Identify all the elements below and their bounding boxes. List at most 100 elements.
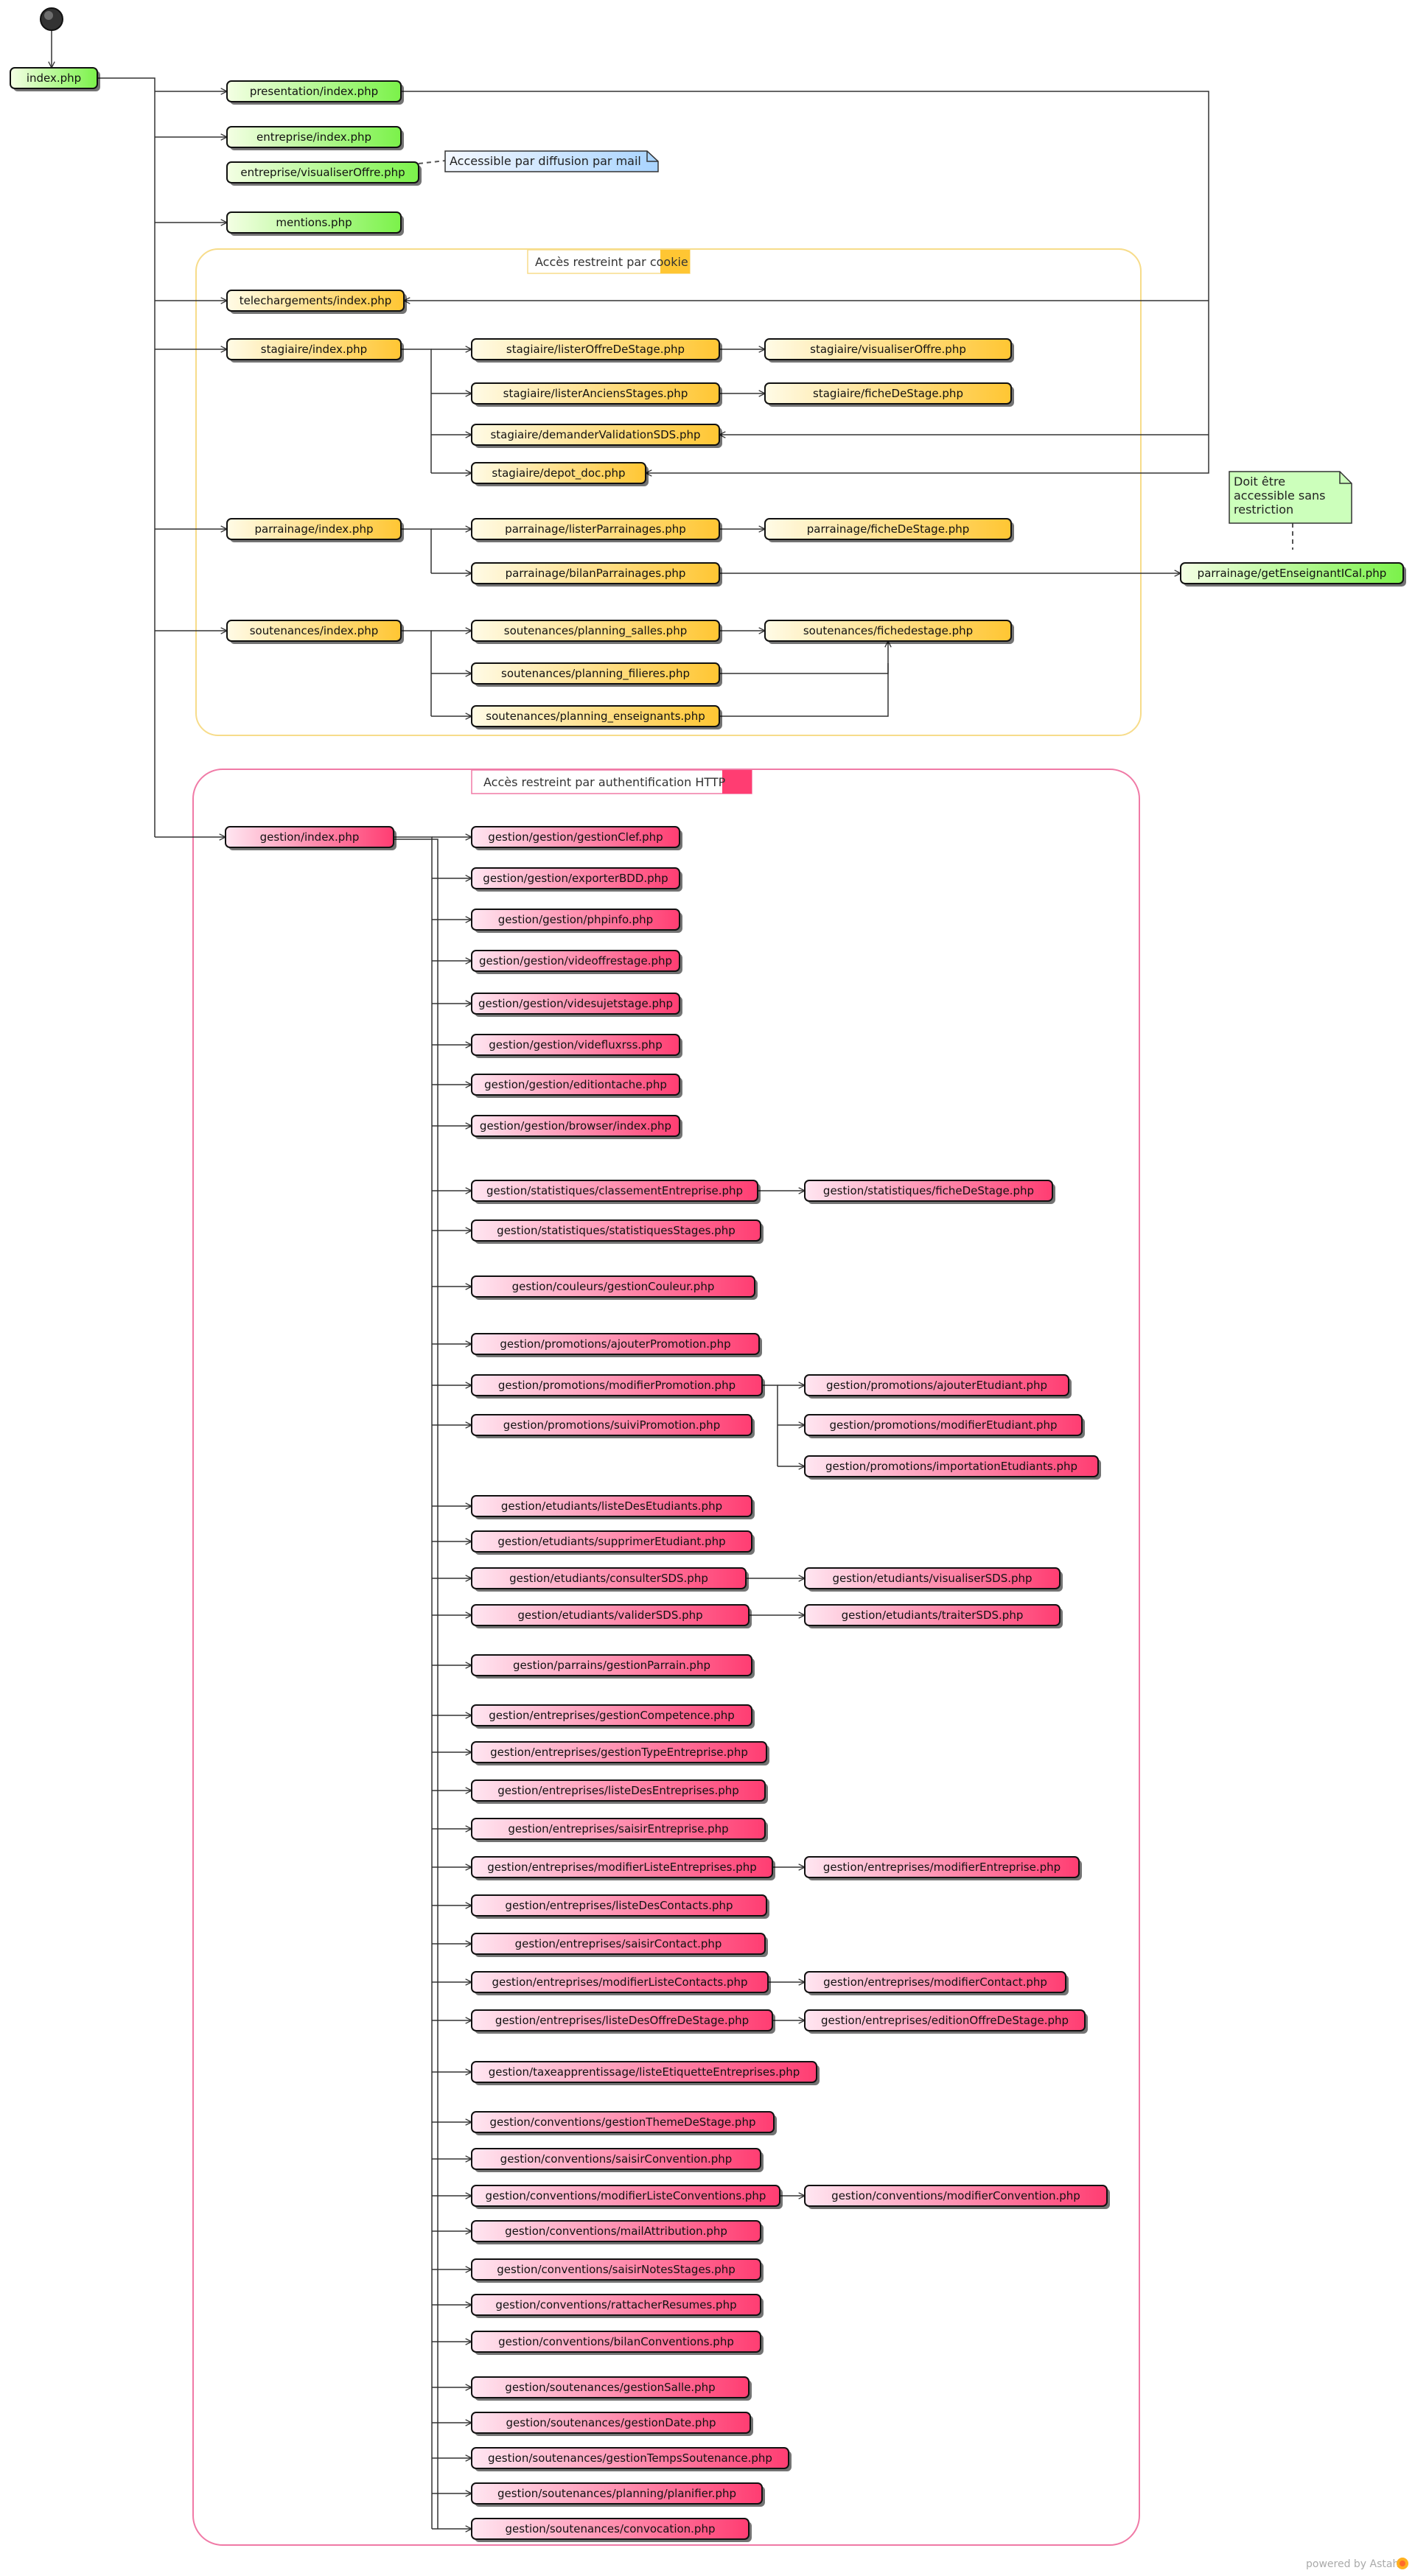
node-label: gestion/etudiants/traiterSDS.php (842, 1609, 1024, 1622)
node-box (471, 1219, 761, 1242)
mail-note-text: Accessible par diffusion par mail (450, 154, 641, 168)
ical-note: Doit être accessible sans restriction (1229, 471, 1352, 550)
page-node: gestion/conventions/bilanConventions.php (471, 2331, 764, 2355)
http-frame-tab (471, 769, 752, 794)
node-label: gestion/promotions/suiviPromotion.php (503, 1418, 720, 1432)
node-box (471, 993, 680, 1015)
node-box (471, 662, 720, 685)
cookie-frame: Accès restreint par cookie (195, 248, 1142, 736)
node-box (471, 2412, 751, 2434)
node-label: gestion/couleurs/gestionCouleur.php (512, 1280, 715, 1293)
page-node: gestion/gestion/editiontache.php (471, 1074, 682, 1098)
node-box (764, 338, 1012, 360)
node-box (471, 2148, 761, 2170)
node-box (471, 1741, 767, 1763)
node-box (471, 1779, 766, 1802)
node-box (471, 1894, 767, 1917)
node-label: gestion/entreprises/gestionCompetence.ph… (489, 1709, 735, 1722)
node-label: soutenances/planning_enseignants.php (486, 710, 705, 724)
node-label: parrainage/bilanParrainages.php (506, 567, 686, 580)
node-box (471, 1654, 752, 1676)
page-node: stagiaire/index.php (226, 338, 404, 363)
node-label: gestion/entreprises/listeDesOffreDeStage… (495, 2014, 749, 2027)
page-node: stagiaire/listerAnciensStages.php (471, 382, 722, 407)
node-box (226, 161, 419, 183)
page-node: gestion/gestion/videoffrestage.php (471, 950, 682, 974)
mail-note-shape (444, 150, 659, 172)
node-box (471, 1180, 758, 1202)
node-label: gestion/entreprises/modifierListeEntrepr… (487, 1861, 757, 1874)
node-label: gestion/conventions/saisirNotesStages.ph… (497, 2263, 736, 2276)
page-node: gestion/taxeapprentissage/listeEtiquette… (471, 2061, 820, 2085)
page-node: gestion/gestion/exporterBDD.php (471, 867, 682, 892)
page-node: soutenances/index.php (226, 620, 404, 644)
node-label: stagiaire/visualiserOffre.php (810, 343, 966, 356)
page-node: gestion/index.php (225, 826, 396, 850)
node-label: gestion/etudiants/listeDesEtudiants.php (501, 1499, 722, 1513)
page-node: gestion/promotions/modifierEtudiant.php (804, 1414, 1085, 1438)
node-box (804, 1180, 1053, 1202)
page-node: parrainage/index.php (226, 518, 404, 542)
page-node: gestion/conventions/saisirConvention.php (471, 2148, 764, 2172)
node-box (471, 382, 720, 405)
node-label: index.php (27, 71, 81, 85)
page-node: soutenances/planning_enseignants.php (471, 705, 722, 729)
page-node: gestion/etudiants/listeDesEtudiants.php (471, 1495, 755, 1519)
node-label: gestion/promotions/ajouterPromotion.php (500, 1337, 730, 1351)
node-label: gestion/conventions/saisirConvention.php (500, 2152, 733, 2166)
edge-presentation-depot (401, 91, 1209, 473)
node-label: gestion/conventions/modifierConvention.p… (831, 2189, 1080, 2202)
node-label: gestion/gestion/browser/index.php (480, 1119, 671, 1133)
node-box (804, 2185, 1108, 2207)
node-label: soutenances/planning_salles.php (504, 624, 687, 638)
node-label: parrainage/ficheDeStage.php (807, 522, 970, 536)
http-frame: Accès restreint par authentification HTT… (192, 769, 1140, 2546)
node-box (471, 2482, 763, 2505)
http-frame-label: Accès restreint par authentification HTT… (483, 775, 726, 789)
page-node: parrainage/bilanParrainages.php (471, 562, 722, 587)
node-box (226, 211, 402, 234)
node-label: gestion/conventions/bilanConventions.php (498, 2335, 734, 2348)
node-label: gestion/entreprises/modifierContact.php (823, 1975, 1047, 1989)
page-node: gestion/conventions/mailAttribution.php (471, 2220, 764, 2244)
node-label: stagiaire/listerOffreDeStage.php (506, 343, 685, 356)
node-box (804, 1567, 1061, 1589)
page-node: soutenances/planning_salles.php (471, 620, 722, 644)
node-box (471, 2376, 750, 2398)
page-node: entreprise/index.php (226, 126, 404, 150)
edge-stagiaire-trunk (401, 349, 432, 473)
node-label: gestion/promotions/importationEtudiants.… (825, 1460, 1077, 1473)
ical-note-line-2: accessible sans (1234, 489, 1326, 503)
http-frame-border (192, 769, 1140, 2546)
page-node: gestion/entreprises/modifierContact.php (804, 1971, 1069, 1995)
node-box (10, 67, 98, 89)
page-node: gestion/statistiques/classementEntrepris… (471, 1180, 761, 1204)
node-box (226, 518, 402, 540)
node-box (471, 1414, 752, 1436)
page-node: gestion/gestion/phpinfo.php (471, 909, 682, 933)
page-node: gestion/statistiques/ficheDeStage.php (804, 1180, 1055, 1204)
node-label: gestion/gestion/exporterBDD.php (483, 872, 668, 885)
initial-node (40, 7, 63, 31)
page-node: gestion/entreprises/modifierListeEntrepr… (471, 1856, 775, 1880)
node-box (471, 1971, 769, 1993)
node-label: entreprise/index.php (256, 130, 371, 144)
node-box (471, 2331, 761, 2353)
page-node: gestion/conventions/modifierListeConvent… (471, 2185, 783, 2209)
node-label: gestion/taxeapprentissage/listeEtiquette… (489, 2065, 800, 2079)
node-box (471, 1704, 752, 1726)
node-label: entreprise/visualiserOffre.php (240, 166, 405, 179)
node-label: stagiaire/index.php (261, 343, 367, 356)
node-box (471, 462, 646, 484)
node-box (804, 1971, 1066, 1993)
node-box (471, 2447, 789, 2469)
node-box (471, 2185, 780, 2207)
edges (52, 30, 1209, 2529)
cookie-frame-tab-accent (660, 250, 690, 273)
page-node: gestion/entreprises/listeDesEntreprises.… (471, 1779, 768, 1804)
node-label: gestion/etudiants/visualiserSDS.php (832, 1572, 1032, 1585)
page-node: gestion/soutenances/gestionTempsSoutenan… (471, 2447, 792, 2471)
node-label: gestion/entreprises/modifierListeContact… (492, 1975, 747, 1989)
initial-state (40, 7, 63, 31)
